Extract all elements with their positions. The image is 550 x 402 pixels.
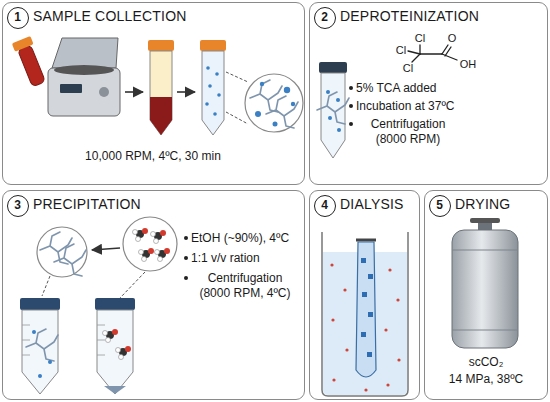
atom-label: Cl (387, 42, 415, 58)
step-title: SAMPLE COLLECTION (33, 8, 298, 26)
text-slot: 2 (315, 10, 334, 25)
step-number: 3 (8, 198, 27, 213)
text-slot: Incubation at 37ºC (356, 99, 506, 114)
text-slot: Cl (394, 60, 422, 76)
step-number-badge: 5 (429, 195, 451, 217)
text-slot: EtOH (~90%), 4ºC (191, 231, 301, 246)
text-slot: DEPROTEINIZATION (340, 8, 540, 26)
text-slot: PRECIPITATION (33, 196, 298, 214)
text-slot: scCO₂ (429, 355, 543, 370)
condition-text: 10,000 RPM, 4ºC, 30 min (48, 149, 258, 164)
text-slot: 10,000 RPM, 4ºC, 30 min (48, 149, 258, 164)
text-slot: DIALYSIS (340, 196, 418, 214)
text-slot: SAMPLE COLLECTION (33, 8, 298, 26)
atom-label: Cl (394, 60, 422, 76)
condition-text: 14 MPa, 38ºC (429, 372, 543, 387)
text-slot: 1:1 v/v ration (191, 251, 301, 266)
atom-label: Cl (406, 30, 434, 46)
bullet-text: Centrifugation (8000 RPM) (356, 117, 460, 147)
atom-label: OH (454, 56, 482, 72)
step-number-badge: 4 (314, 195, 336, 217)
text-slot: 1 (8, 10, 27, 25)
step-panel: 2 DEPROTEINIZATION 5% TCA addedIncubation … (309, 2, 548, 185)
bullet-text: EtOH (~90%), 4ºC (191, 231, 301, 246)
step-number: 1 (8, 10, 27, 25)
text-slot: O (438, 30, 466, 46)
step-number: 4 (315, 198, 334, 213)
step-title: DRYING (455, 196, 545, 214)
step-panel: 5 DRYING scCO₂ 14 MPa, 38ºC (424, 190, 548, 400)
bullet-text: Incubation at 37ºC (356, 99, 506, 114)
text-slot: 5 (430, 198, 449, 213)
text-slot: Centrifugation (8000 RPM) (356, 117, 460, 147)
step-title: DEPROTEINIZATION (340, 8, 540, 26)
step-panel: 1 SAMPLE COLLECTION 10,000 RPM, 4ºC, 30 mi… (2, 2, 305, 185)
bullet-text: Centrifugation (8000 RPM, 4ºC) (191, 271, 299, 301)
step-panel: 3 PRECIPITATION EtOH (~90%), 4ºC 1:1 v/v ra… (2, 190, 305, 400)
step-title: PRECIPITATION (33, 196, 298, 214)
step-number-badge: 2 (314, 7, 336, 29)
text-slot: Centrifugation (8000 RPM, 4ºC) (191, 271, 299, 301)
text-slot: 14 MPa, 38ºC (429, 372, 543, 387)
bullet-text: 5% TCA added (356, 81, 506, 96)
text-slot: 3 (8, 198, 27, 213)
text-slot: Cl (406, 30, 434, 46)
step-title: DIALYSIS (340, 196, 418, 214)
condition-text: scCO₂ (429, 355, 543, 370)
step-number: 5 (430, 198, 449, 213)
step-number: 2 (315, 10, 334, 25)
text-slot: DRYING (455, 196, 545, 214)
text-slot: OH (454, 56, 482, 72)
atom-label: O (438, 30, 466, 46)
bullet-text: 1:1 v/v ration (191, 251, 301, 266)
text-slot: Cl (387, 42, 415, 58)
text-slot: 5% TCA added (356, 81, 506, 96)
step-number-badge: 1 (7, 7, 29, 29)
step-panel: 4 DIALYSIS (309, 190, 420, 400)
step-number-badge: 3 (7, 195, 29, 217)
text-slot: 4 (315, 198, 334, 213)
